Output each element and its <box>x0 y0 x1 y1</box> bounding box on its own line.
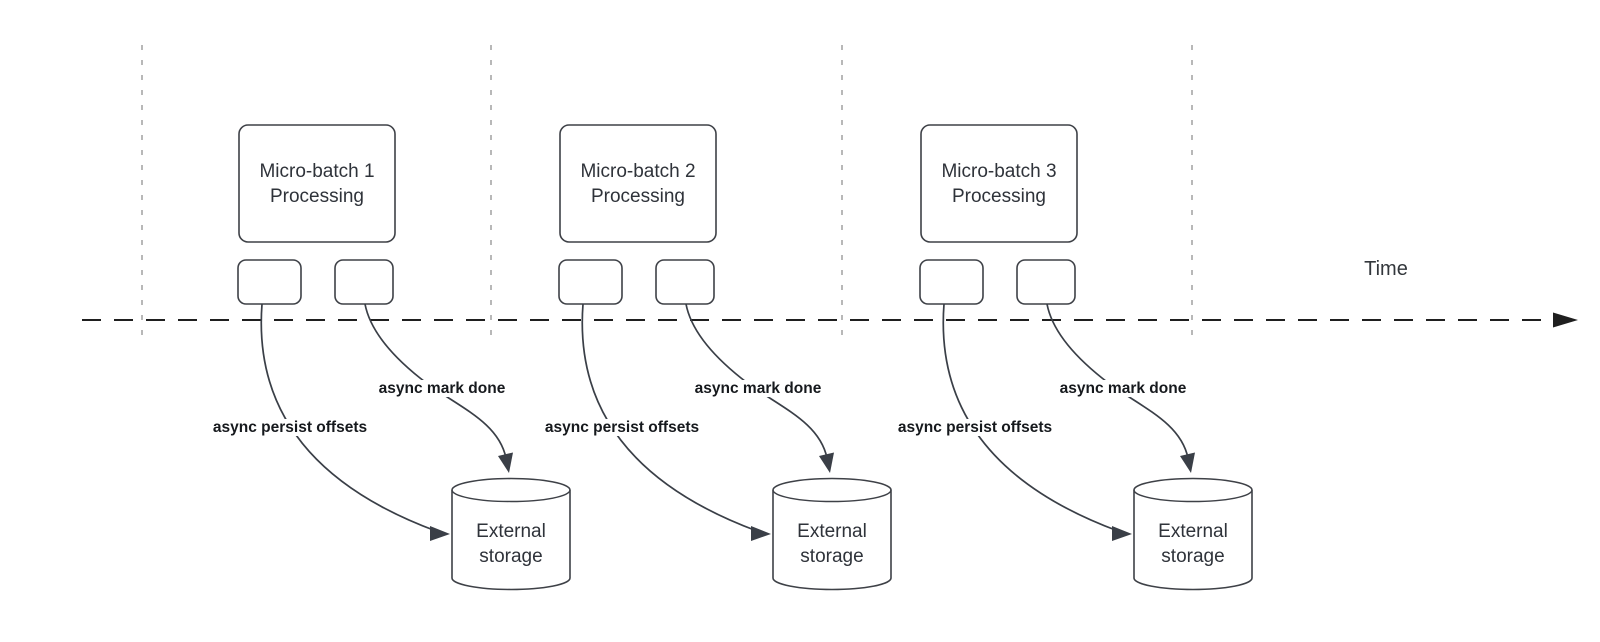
persist-offsets-label-3: async persist offsets <box>890 419 1060 436</box>
microbatch-box-label-3: Micro-batch 3 Processing <box>941 160 1057 207</box>
persist-offsets-arrowhead-icon-1 <box>430 526 450 541</box>
persist-offsets-arrow-3 <box>942 303 1119 532</box>
persist-offsets-label-2: async persist offsets <box>537 419 707 436</box>
microbatch-box-label-2: Micro-batch 2 Processing <box>580 160 696 207</box>
microbatch-group-2 <box>558 124 892 591</box>
mark-done-arrowhead-icon-3 <box>1180 452 1195 473</box>
external-storage-label-2: External storage <box>797 521 867 567</box>
microbatch-box-3 <box>920 124 1078 243</box>
persist-offsets-arrow-2 <box>581 303 758 532</box>
persist-offsets-label-1: async persist offsets <box>205 419 375 436</box>
mark-done-arrowhead-icon-1 <box>498 452 513 473</box>
external-storage-label-3: External storage <box>1158 521 1228 567</box>
persist-task-box-1 <box>237 259 302 305</box>
microbatch-box-2 <box>559 124 717 243</box>
time-axis-label: Time <box>1364 258 1408 280</box>
microbatch-box-label-1: Micro-batch 1 Processing <box>259 160 375 207</box>
mark-done-label-2: async mark done <box>683 380 833 397</box>
persist-offsets-arrow-1 <box>260 303 437 532</box>
microbatch-box-1 <box>238 124 396 243</box>
mark-done-label-3: async mark done <box>1048 380 1198 397</box>
persist-offsets-arrowhead-icon-3 <box>1112 526 1132 541</box>
persist-offsets-arrowhead-icon-2 <box>751 526 771 541</box>
markdone-task-box-2 <box>655 259 715 305</box>
external-storage-cylinder-3 <box>1133 477 1253 591</box>
markdone-task-box-1 <box>334 259 394 305</box>
persist-task-box-2 <box>558 259 623 305</box>
mark-done-arrow-3 <box>1046 303 1189 459</box>
microbatch-group-3 <box>919 124 1253 591</box>
external-storage-cylinder-rim-1 <box>451 489 571 503</box>
external-storage-cylinder-1 <box>451 477 571 591</box>
mark-done-arrow-1 <box>364 303 507 459</box>
microbatch-group-1 <box>237 124 571 591</box>
external-storage-cylinder-rim-2 <box>772 489 892 503</box>
mark-done-label-1: async mark done <box>367 380 517 397</box>
markdone-task-box-3 <box>1016 259 1076 305</box>
external-storage-label-1: External storage <box>476 521 546 567</box>
time-axis-arrowhead-icon <box>1553 312 1578 328</box>
mark-done-arrowhead-icon-2 <box>819 452 834 473</box>
external-storage-cylinder-2 <box>772 477 892 591</box>
persist-task-box-3 <box>919 259 984 305</box>
mark-done-arrow-2 <box>685 303 828 459</box>
external-storage-cylinder-rim-3 <box>1133 489 1253 503</box>
